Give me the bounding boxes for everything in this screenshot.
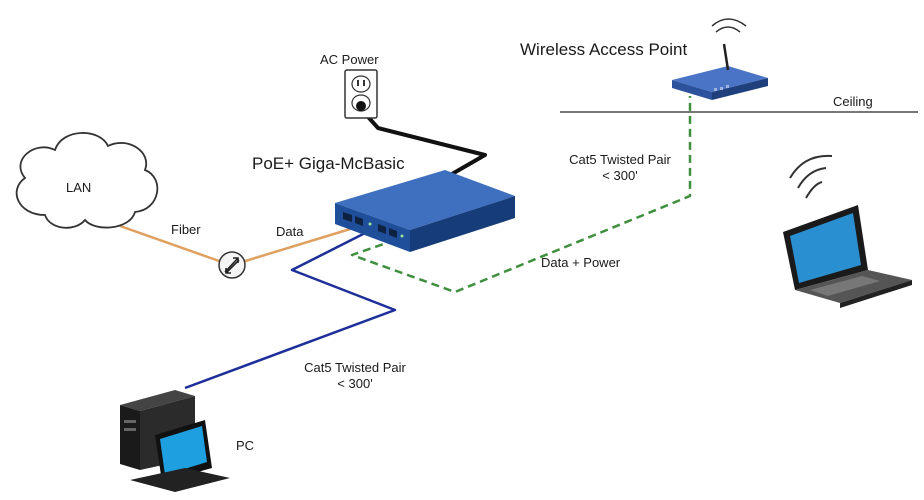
cat5-top-line2: < 300' bbox=[602, 168, 638, 183]
lan-label: LAN bbox=[66, 180, 92, 195]
poe-device-label: PoE+ Giga-McBasic bbox=[252, 154, 405, 173]
wireless-access-point-icon bbox=[672, 18, 768, 100]
fiber-cable bbox=[119, 224, 223, 264]
data-label: Data bbox=[276, 224, 304, 239]
ac-power-label: AC Power bbox=[320, 52, 379, 67]
cat5-top-label: Cat5 Twisted Pair < 300' bbox=[545, 152, 695, 184]
cat5-bottom-label: Cat5 Twisted Pair < 300' bbox=[280, 360, 430, 392]
wireless-ap-label: Wireless Access Point bbox=[520, 40, 688, 59]
power-outlet-icon bbox=[344, 69, 378, 119]
data-cable bbox=[241, 224, 361, 264]
fiber-label: Fiber bbox=[171, 222, 201, 237]
laptop-icon bbox=[783, 154, 912, 308]
cat5-bottom-line2: < 300' bbox=[337, 376, 373, 391]
data-power-label: Data + Power bbox=[541, 255, 621, 270]
poe-dashed-cable bbox=[350, 96, 692, 294]
cat5-bottom-line1: Cat5 Twisted Pair bbox=[304, 360, 406, 375]
cat5-pc-cable bbox=[184, 226, 397, 390]
cloud-icon bbox=[15, 132, 159, 229]
desktop-pc-icon bbox=[120, 390, 230, 492]
cat5-top-line1: Cat5 Twisted Pair bbox=[569, 152, 671, 167]
pc-label: PC bbox=[236, 438, 255, 453]
ceiling-label: Ceiling bbox=[833, 94, 873, 109]
fiber-connector-icon bbox=[218, 251, 246, 279]
poe-media-converter-icon bbox=[335, 170, 515, 252]
